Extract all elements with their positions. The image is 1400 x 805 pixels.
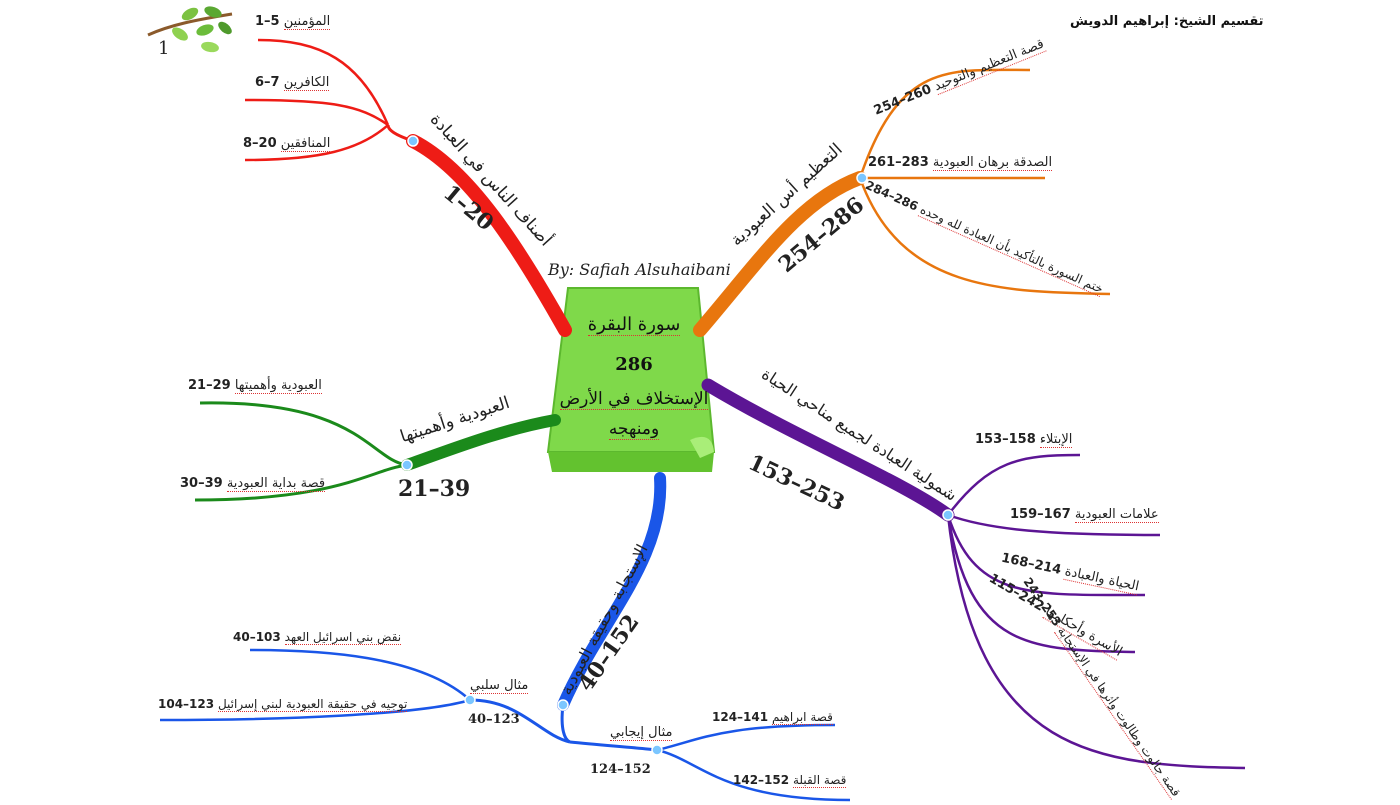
author-credit: By: Safiah Alsuhaibani: [548, 260, 731, 279]
blue-negative-title: مثال سلبي: [470, 678, 529, 694]
branch-orange: [693, 68, 1111, 337]
center-title: سورة البقرة: [587, 314, 681, 336]
purple-child-2: علامات العبودية 159–167: [1010, 507, 1159, 523]
page-number: 1: [158, 38, 170, 59]
purple-child-1: الإبتلاء 153–158: [975, 432, 1073, 448]
blue-positive-child-2: قصة القبلة 142–152: [733, 773, 847, 788]
center-subtitle: الإستخلاف في الأرض ومنهجه: [559, 389, 709, 440]
header-title: تقسيم الشيخ: إبراهيم الدويش: [1070, 14, 1264, 29]
blue-negative-child-1: نقض بني اسرائيل العهد 40–103: [233, 630, 402, 645]
red-child-1: المؤمنين 1–5: [255, 14, 331, 30]
branch-purple: [701, 378, 1246, 770]
center-count: 286: [615, 354, 653, 375]
branch-blue: [159, 472, 851, 802]
center-box: [546, 287, 716, 472]
red-child-2: الكافرين 6–7: [255, 75, 330, 91]
center-topic: سورة البقرة 286 الإستخلاف في الأرض ومنهج…: [555, 292, 713, 452]
red-child-3: المنافقين 8–20: [243, 136, 331, 152]
blue-positive-range: 124–152: [590, 762, 651, 777]
green-child-1: العبودية وأهميتها 21–29: [188, 378, 322, 394]
branch-green-range: 21–39: [398, 476, 471, 502]
orange-child-2: الصدقة برهان العبودية 261–283: [868, 155, 1053, 171]
tree-branch-logo-icon: [147, 6, 233, 53]
blue-positive-child-1: قصة ابراهيم 124–141: [712, 710, 833, 725]
blue-positive-title: مثال إيجابي: [610, 725, 673, 741]
blue-negative-child-2: توجيه في حقيقة العبودية لبني إسرائيل 104…: [158, 697, 408, 712]
green-child-2: قصة بداية العبودية 30–39: [180, 476, 326, 492]
branch-red: [244, 38, 572, 337]
blue-negative-range: 40–123: [468, 712, 520, 727]
branch-green: [194, 401, 561, 502]
